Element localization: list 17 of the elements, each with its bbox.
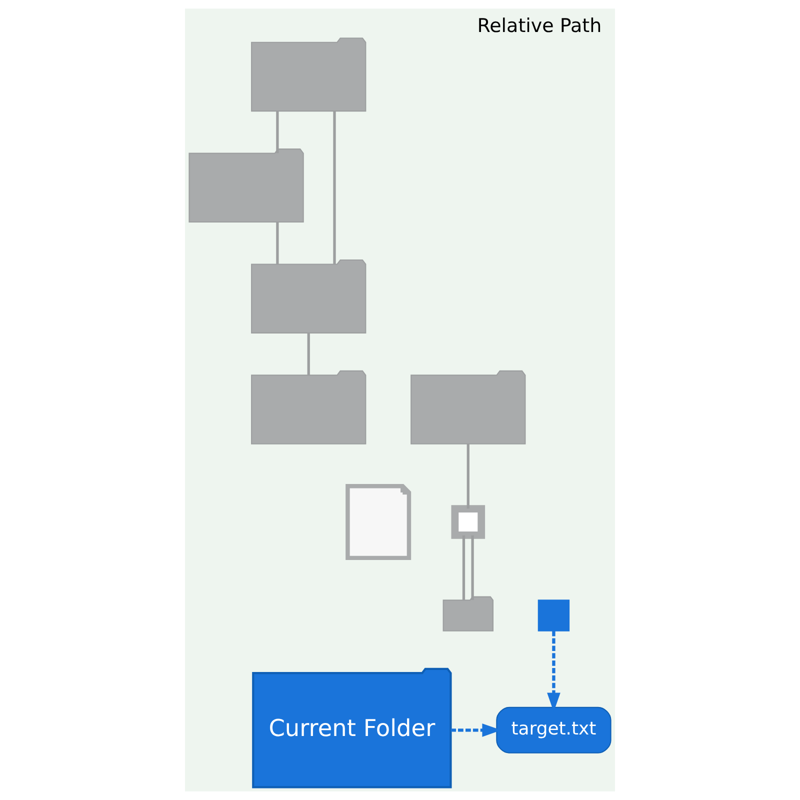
node-square [451,505,486,539]
node-box: target.txt [496,706,612,754]
node-folder [188,148,304,222]
diagram-title: Relative Path [477,15,602,38]
node-folder [442,596,494,632]
node-folder [410,370,526,444]
connector [462,535,466,600]
connector [276,111,279,154]
connector [466,444,470,509]
connector [471,535,474,600]
node-folder [251,370,366,444]
connector [307,333,310,376]
connector [276,222,279,264]
node-square [538,600,570,632]
node-folder [251,38,366,112]
node-folder [251,259,366,334]
connector [333,111,336,264]
